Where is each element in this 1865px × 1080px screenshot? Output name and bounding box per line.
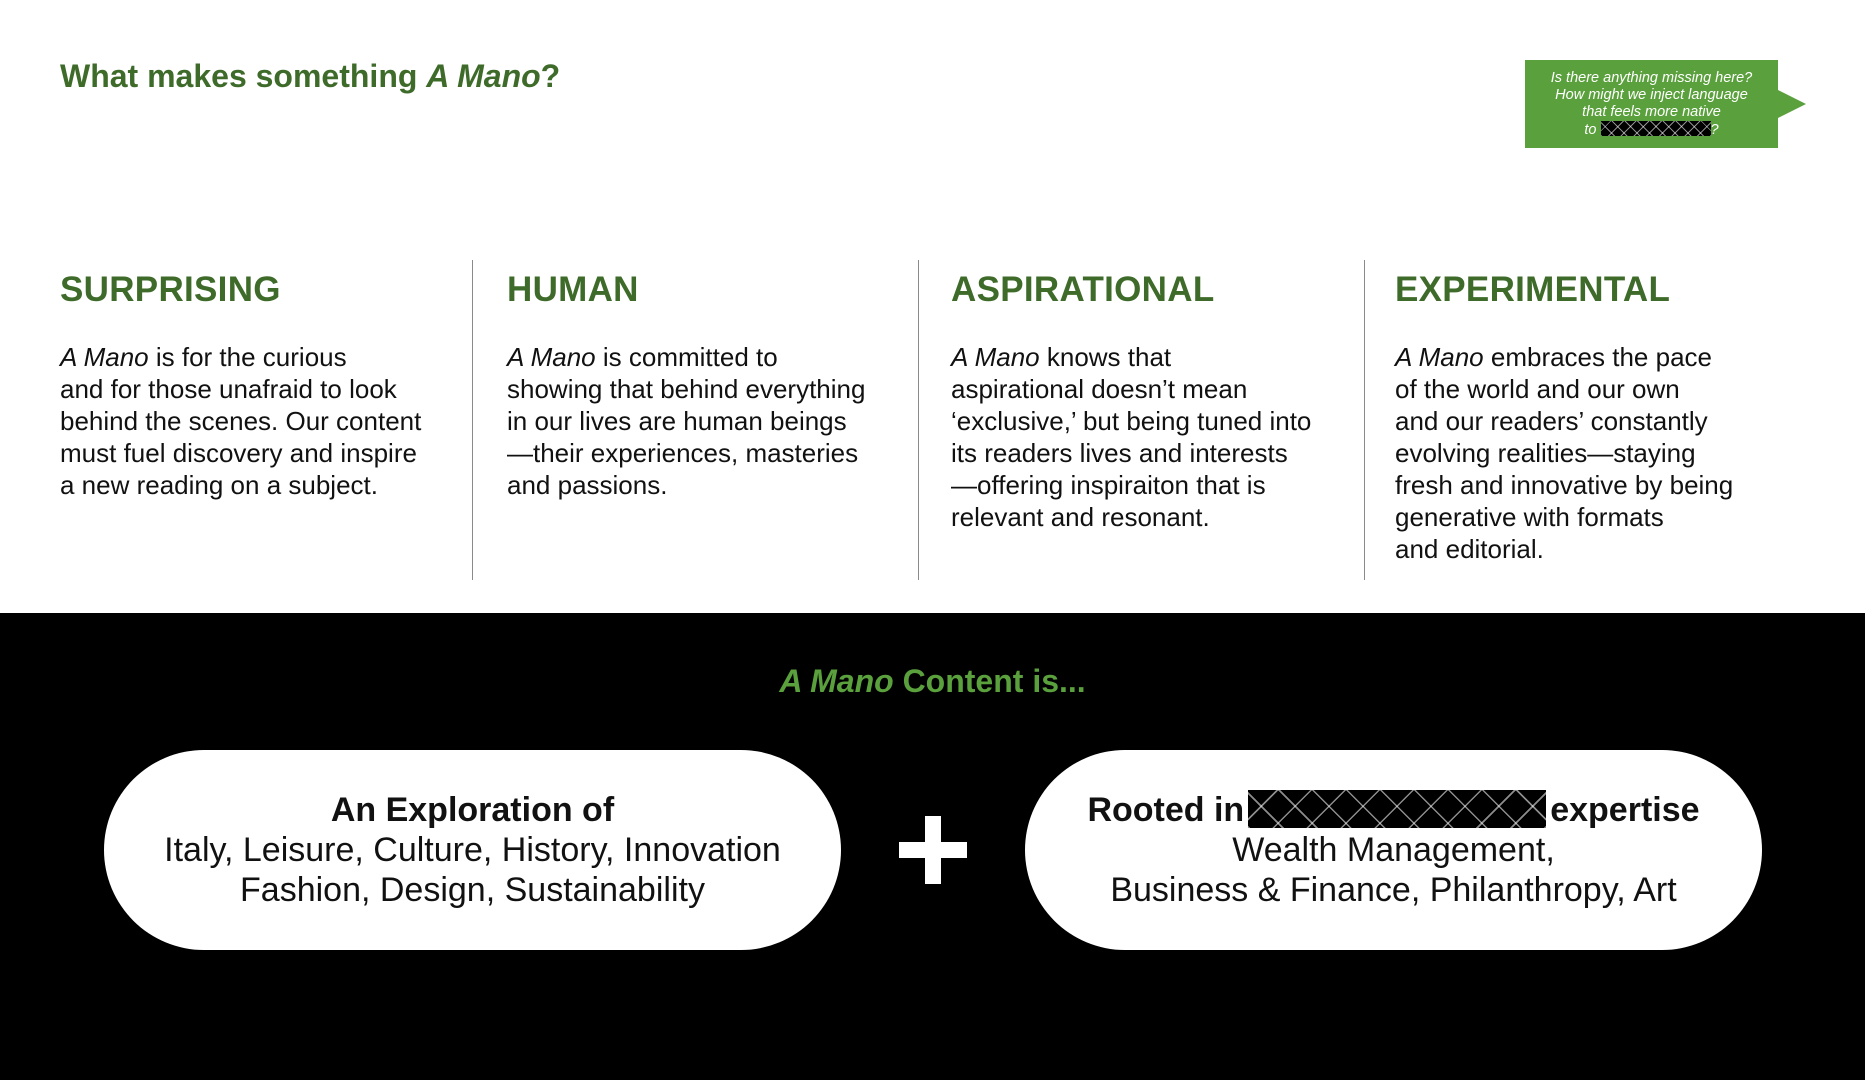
pillar-line: showing that behind everything bbox=[507, 374, 866, 404]
pillar-aspirational: ASPIRATIONAL A Mano knows that aspiratio… bbox=[951, 270, 1371, 533]
plus-icon bbox=[899, 816, 967, 884]
pillar-line-text: is for the curious bbox=[148, 342, 347, 372]
content-title-rest: Content is... bbox=[893, 663, 1086, 699]
content-section-title: A Mano Content is... bbox=[0, 663, 1865, 700]
title-prefix: What makes something bbox=[60, 58, 427, 94]
expertise-pill: Rooted in expertise Wealth Management, Bu… bbox=[1025, 750, 1762, 950]
pill-heading: Rooted in expertise bbox=[1087, 790, 1700, 830]
pillar-line-text: embraces the pace bbox=[1483, 342, 1712, 372]
pill-line: Italy, Leisure, Culture, History, Innova… bbox=[164, 831, 781, 869]
pillar-line: A Mano is committed to bbox=[507, 341, 927, 373]
pill-line: Business & Finance, Philanthropy, Art bbox=[1110, 871, 1677, 909]
pillar-line: behind the scenes. Our content bbox=[60, 406, 422, 436]
pill-line: Fashion, Design, Sustainability bbox=[240, 871, 705, 909]
pillar-description: A Mano is committed to showing that behi… bbox=[507, 341, 927, 501]
pillar-line-text: is committed to bbox=[595, 342, 778, 372]
pillar-line: and editorial. bbox=[1395, 534, 1544, 564]
pillar-line: and passions. bbox=[507, 470, 668, 500]
pillar-description: A Mano knows that aspirational doesn’t m… bbox=[951, 341, 1371, 533]
exploration-pill: An Exploration of Italy, Leisure, Cultur… bbox=[104, 750, 841, 950]
pillar-line: and for those unafraid to look bbox=[60, 374, 397, 404]
pillar-line: in our lives are human beings bbox=[507, 406, 847, 436]
page-title: What makes something A Mano? bbox=[60, 58, 560, 95]
pillar-line: its readers lives and interests bbox=[951, 438, 1288, 468]
pillar-description: A Mano embraces the pace of the world an… bbox=[1395, 341, 1815, 565]
pillar-line: relevant and resonant. bbox=[951, 502, 1210, 532]
principles-section: What makes something A Mano? Is there an… bbox=[60, 58, 1815, 580]
pill-heading-suffix: expertise bbox=[1550, 791, 1700, 829]
redaction-block bbox=[1600, 121, 1711, 136]
pillar-heading: ASPIRATIONAL bbox=[951, 270, 1215, 309]
pillar-line: A Mano knows that bbox=[951, 341, 1371, 373]
column-divider bbox=[1364, 260, 1365, 580]
content-title-brand: A Mano bbox=[779, 663, 894, 699]
pill-line: Wealth Management, bbox=[1232, 831, 1555, 869]
comment-line: that feels more native bbox=[1582, 104, 1721, 120]
comment-line: to ? bbox=[1525, 121, 1778, 139]
pillar-experimental: EXPERIMENTAL A Mano embraces the pace of… bbox=[1395, 270, 1815, 565]
pillar-line: generative with formats bbox=[1395, 502, 1664, 532]
pillar-brand: A Mano bbox=[507, 342, 596, 372]
pillar-heading: EXPERIMENTAL bbox=[1395, 270, 1671, 309]
redaction-block bbox=[1248, 790, 1547, 828]
pillar-line: —offering inspiraiton that is bbox=[951, 470, 1266, 500]
pillar-line: of the world and our own bbox=[1395, 374, 1680, 404]
pillar-line: evolving realities—staying bbox=[1395, 438, 1696, 468]
pillar-heading: SURPRISING bbox=[60, 270, 281, 309]
title-suffix: ? bbox=[540, 58, 561, 94]
comment-line-prefix: to bbox=[1584, 122, 1601, 138]
pillar-line: and our readers’ constantly bbox=[1395, 406, 1708, 436]
pillar-line: A Mano is for the curious bbox=[60, 341, 480, 373]
pillar-line: —their experiences, masteries bbox=[507, 438, 859, 468]
comment-line: How might we inject language bbox=[1555, 87, 1748, 103]
pillar-line-text: knows that bbox=[1039, 342, 1172, 372]
pillar-line: a new reading on a subject. bbox=[60, 470, 378, 500]
title-brand: A Mano bbox=[426, 58, 541, 94]
pillar-line: aspirational doesn’t mean bbox=[951, 374, 1248, 404]
pillar-brand: A Mano bbox=[1395, 342, 1484, 372]
pillar-line: ‘exclusive,’ but being tuned into bbox=[951, 406, 1312, 436]
comment-line-suffix: ? bbox=[1710, 122, 1719, 138]
column-divider bbox=[472, 260, 473, 580]
pillar-heading: HUMAN bbox=[507, 270, 639, 309]
pill-heading: An Exploration of bbox=[330, 791, 615, 829]
comment-line: Is there anything missing here? bbox=[1550, 70, 1753, 86]
content-section: A Mano Content is... An Exploration of I… bbox=[0, 613, 1865, 1080]
pillar-brand: A Mano bbox=[60, 342, 149, 372]
pillar-brand: A Mano bbox=[951, 342, 1040, 372]
column-divider bbox=[918, 260, 919, 580]
pill-heading-prefix: Rooted in bbox=[1087, 791, 1245, 829]
pillar-line: must fuel discovery and inspire bbox=[60, 438, 417, 468]
pillar-surprising: SURPRISING A Mano is for the curious and… bbox=[60, 270, 480, 501]
pillar-line: A Mano embraces the pace bbox=[1395, 341, 1815, 373]
pillar-human: HUMAN A Mano is committed to showing tha… bbox=[507, 270, 927, 501]
pillar-description: A Mano is for the curious and for those … bbox=[60, 341, 480, 501]
review-comment-callout: Is there anything missing here? How migh… bbox=[1525, 60, 1806, 148]
pillar-line: fresh and innovative by being bbox=[1395, 470, 1734, 500]
